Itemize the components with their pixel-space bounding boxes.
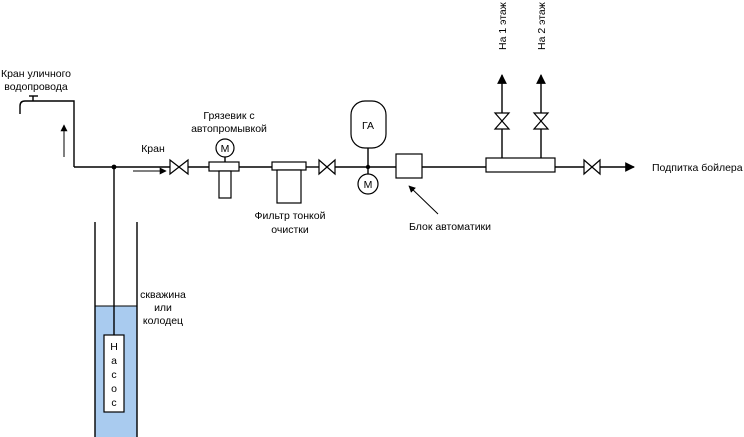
floor1-label: На 1 этаж <box>497 2 509 50</box>
hydro-accumulator: ГА М <box>350 100 387 195</box>
automation-box <box>395 153 423 179</box>
well-label: колодец <box>143 315 183 327</box>
well-label: скважина <box>140 289 186 301</box>
fine-filter-flask <box>276 169 302 204</box>
automation-block: Блок автоматики <box>395 153 491 233</box>
gauge-label: М <box>364 179 373 191</box>
well-label: или <box>154 302 172 314</box>
fine-filter: Фильтр тонкой очистки <box>255 161 326 236</box>
tap-label: Кран <box>141 143 165 155</box>
pump-letter: с <box>111 369 116 381</box>
manifold: На 1 этаж На 2 этаж <box>485 2 556 173</box>
fine-filter-label: очистки <box>271 224 309 236</box>
pointer-arrow <box>408 185 439 215</box>
street-pipe <box>19 100 75 167</box>
mud-filter-label: автопромывкой <box>191 123 267 135</box>
accumulator-label: ГА <box>362 120 374 132</box>
pump-letter: а <box>111 355 117 367</box>
gauge-label: М <box>221 143 230 155</box>
automation-label: Блок автоматики <box>409 221 491 233</box>
fine-filter-label: Фильтр тонкой <box>255 210 326 222</box>
mud-filter-head <box>208 161 240 172</box>
mud-filter: Грязевик с автопромывкой М <box>191 110 267 199</box>
valve-icon <box>318 158 336 176</box>
pump: Н а с о с <box>103 334 125 413</box>
pump-letter: о <box>111 383 117 395</box>
valve-icon <box>532 112 550 130</box>
mud-filter-label: Грязевик с <box>203 110 254 122</box>
valve-icon <box>583 158 601 176</box>
junction-dot <box>365 164 371 170</box>
street-tap-label: Кран уличного <box>1 68 71 80</box>
gauge-icon <box>357 173 379 195</box>
boiler-label: Подпитка бойлера <box>652 162 743 174</box>
fine-filter-head <box>271 161 307 171</box>
well <box>94 222 138 437</box>
pump-letter: Н <box>110 341 118 353</box>
pump-letter: с <box>111 397 116 409</box>
floor2-label: На 2 этаж <box>536 2 548 50</box>
mud-filter-flask <box>218 170 232 199</box>
manifold-body <box>485 157 556 173</box>
street-tap: Кран уличного водопровода <box>1 68 75 167</box>
valve-icon <box>169 158 189 176</box>
valve-icon <box>493 112 511 130</box>
street-tap-label: водопровода <box>4 81 68 93</box>
